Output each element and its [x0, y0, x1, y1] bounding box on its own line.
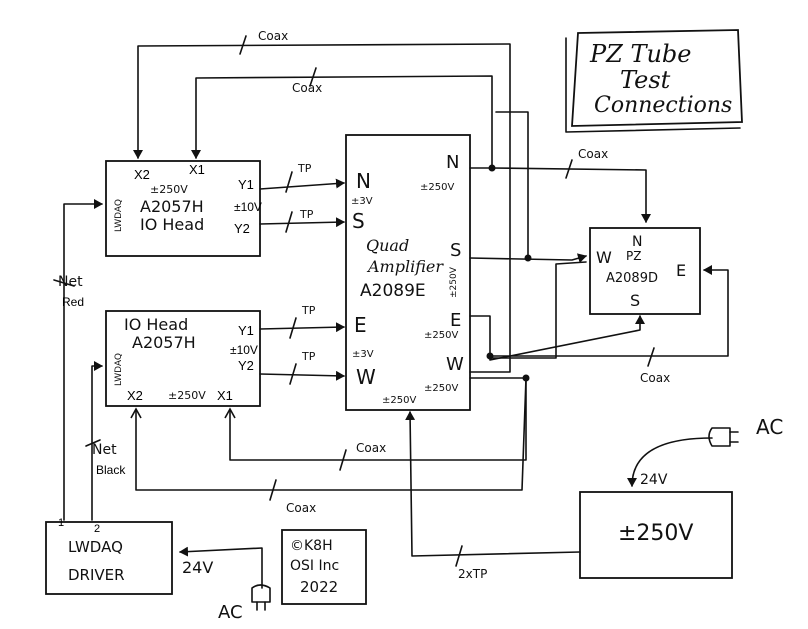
- driver-24v: 24V: [182, 558, 213, 577]
- amp-n-in: N: [356, 169, 371, 193]
- amp-e-in: E: [354, 313, 367, 337]
- amp-model: A2089E: [360, 281, 426, 301]
- ac-plug-supply: [708, 427, 739, 447]
- top-y1-label: Y1: [238, 177, 254, 192]
- tp-label-4: TP: [301, 350, 316, 363]
- coax-label-6: Coax: [286, 501, 316, 515]
- amp-v-n: ±250V: [420, 182, 454, 193]
- bottom-x1-label: X1: [217, 388, 233, 403]
- amp-w-in: W: [356, 365, 376, 389]
- net-black-label: Net: [92, 442, 117, 458]
- hv-supply: ±250V 24V AC: [579, 415, 783, 579]
- copyright-line-2: OSI Inc: [290, 558, 339, 574]
- twotp-label: 2xTP: [458, 567, 487, 581]
- amp-s-out: S: [450, 240, 461, 261]
- driver-pin-1: 1: [58, 517, 64, 529]
- top-x2-label: X2: [134, 167, 150, 182]
- tp-label-1: TP: [297, 162, 312, 175]
- hv-ac: AC: [756, 415, 783, 439]
- amp-v-e: ±250V: [424, 330, 458, 341]
- tp-label-3: TP: [301, 304, 316, 317]
- top-y2-label: Y2: [234, 221, 250, 236]
- copyright-line-3: 2022: [300, 578, 338, 596]
- bottom-x2-label: X2: [127, 388, 143, 403]
- title-line-1: PZ Tube: [589, 40, 691, 68]
- driver-line-2: DRIVER: [68, 566, 125, 584]
- amp-v-s: ±250V: [449, 266, 459, 298]
- title-line-3: Connections: [594, 93, 732, 118]
- pz-tube: W N PZ A2089D E S: [589, 227, 701, 315]
- tp-label-2: TP: [299, 208, 314, 221]
- wire-labels: Coax Coax TP TP TP TP Coax Coax Coax Coa…: [58, 29, 670, 581]
- coax-label-5: Coax: [356, 441, 386, 455]
- amp-line-1: Quad: [366, 236, 409, 255]
- title-line-2: Test: [620, 66, 671, 94]
- driver-pin-2: 2: [94, 523, 100, 535]
- bottom-supply-label: ±250V: [168, 389, 206, 402]
- bottom-pm10-label: ±10V: [230, 343, 258, 357]
- io-head-bottom: IO Head A2057H Y1 ±10V Y2 X2 ±250V X1 LW…: [105, 310, 261, 407]
- coax-label-4: Coax: [640, 371, 670, 385]
- driver-line-1: LWDAQ: [68, 538, 123, 556]
- driver-ac: AC: [218, 602, 243, 623]
- pz-e: E: [676, 261, 686, 280]
- top-pm10-label: ±10V: [234, 200, 262, 214]
- net-red-label: Net: [58, 274, 83, 290]
- amp-pm3-bottom: ±3V: [352, 349, 374, 360]
- amp-n-out: N: [446, 152, 459, 173]
- coax-label-1: Coax: [258, 29, 288, 43]
- quad-amplifier: N ±3V S Quad Amplifier A2089E E ±3V W N …: [345, 134, 471, 411]
- pz-model: A2089D: [606, 271, 658, 286]
- bottom-y2-label: Y2: [238, 358, 254, 373]
- amp-v-bottom: ±250V: [382, 395, 416, 406]
- top-x1-label: X1: [189, 162, 205, 177]
- hv-label: ±250V: [618, 521, 693, 546]
- title-box: PZ Tube Test Connections: [565, 29, 743, 133]
- coax-label-3: Coax: [578, 147, 608, 161]
- amp-v-w: ±250V: [424, 383, 458, 394]
- pz-label: PZ: [626, 249, 641, 263]
- pz-s: S: [630, 291, 640, 310]
- wires: [53, 35, 729, 589]
- copyright-line-1: ©K8H: [290, 538, 333, 554]
- copyright-box: ©K8H OSI Inc 2022: [281, 529, 367, 605]
- ac-plug-driver: [251, 584, 271, 611]
- top-lwdaq-label: LWDAQ: [114, 199, 124, 232]
- amp-pm3-top: ±3V: [351, 196, 373, 207]
- hv-24v: 24V: [640, 472, 668, 488]
- top-supply-label: ±250V: [150, 183, 188, 196]
- bottom-lwdaq-label: LWDAQ: [114, 353, 124, 386]
- bottom-y1-label: Y1: [238, 323, 254, 338]
- red-label: Red: [62, 295, 84, 309]
- pz-n: N: [632, 234, 642, 250]
- io-head-top: X2 X1 ±250V Y1 ±10V Y2 A2057H IO Head LW…: [105, 160, 262, 257]
- amp-e-out: E: [450, 310, 461, 331]
- top-model-label: A2057H: [140, 197, 204, 216]
- pz-w: W: [596, 248, 612, 267]
- amp-s-in: S: [352, 209, 365, 233]
- bottom-model-label: A2057H: [132, 333, 196, 352]
- amp-line-2: Amplifier: [366, 257, 444, 276]
- top-name-label: IO Head: [140, 215, 204, 234]
- bottom-name-label: IO Head: [124, 315, 188, 334]
- coax-label-2: Coax: [292, 81, 322, 95]
- lwdaq-driver: 1 2 LWDAQ DRIVER 24V AC: [45, 517, 243, 623]
- black-label: Black: [96, 463, 126, 477]
- amp-w-out: W: [446, 354, 464, 375]
